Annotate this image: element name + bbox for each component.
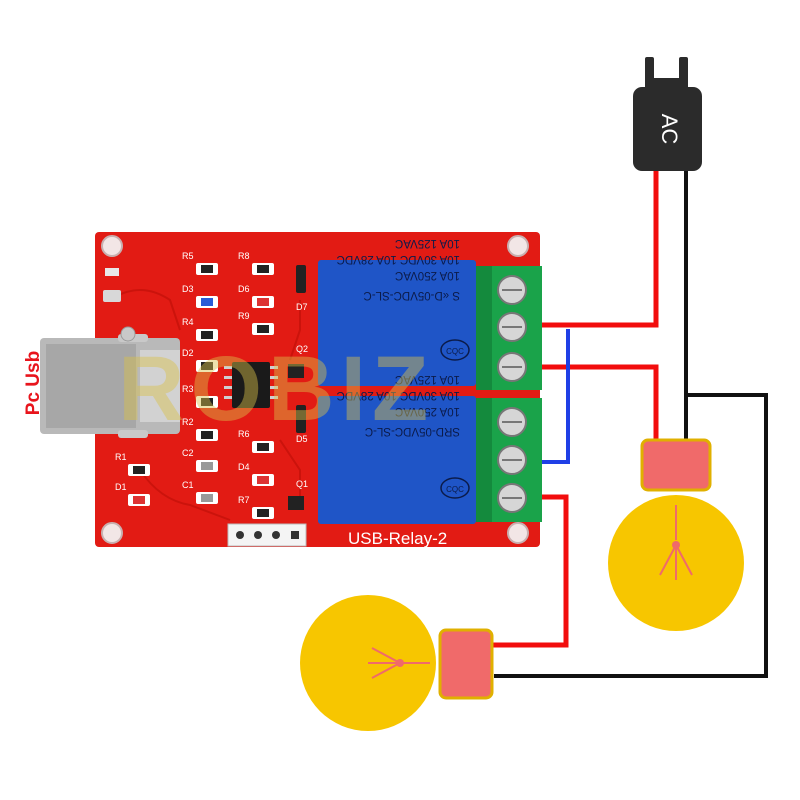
label-r4: R4: [182, 317, 194, 327]
usb-b-connector-icon: [40, 326, 180, 438]
label-q1: Q1: [296, 479, 308, 489]
label-d1: D1: [115, 482, 127, 492]
smd-parts: [128, 263, 307, 547]
screw-terminal-icon: [497, 445, 527, 475]
label-d6: D6: [238, 284, 250, 294]
label-d4: D4: [238, 462, 250, 472]
watermark: ROBIZ: [118, 338, 434, 440]
label-c1: C1: [182, 480, 194, 490]
label-r1: R1: [115, 452, 127, 462]
diode-d5: [296, 405, 306, 433]
relay-1-model: S «D-05VDC-SL-C: [364, 289, 461, 301]
relay-2-cqc: CQC: [446, 485, 464, 494]
screw-terminal-icon: [497, 407, 527, 437]
led-component: [105, 268, 119, 276]
mount-hole: [507, 235, 529, 257]
ac-red-wire: [530, 165, 659, 328]
label-r6: R6: [238, 429, 250, 439]
relay-1-icon: S «D-05VDC-SL-C 10A 250VAC 10A 30VDC 10A…: [318, 237, 476, 386]
label-d5: D5: [296, 434, 308, 444]
ic-chip: [224, 362, 278, 408]
screw-terminal-icon: [497, 312, 527, 342]
ac-plug-icon: AC: [633, 57, 702, 171]
screw-terminal-icon: [497, 483, 527, 513]
screw-terminals: [497, 275, 527, 513]
pin-header: [227, 523, 307, 547]
relay-2-rating-1: 10A 250VAC: [395, 405, 460, 417]
wires: [493, 165, 768, 678]
ac-plug-body: [633, 87, 702, 171]
relay-1-rating-3: 10A 125VAC: [395, 237, 460, 249]
relay1-no-red-wire: [530, 364, 659, 443]
label-q2: Q2: [296, 344, 308, 354]
relay-2-rating-2: 10A 30VDC 10A 28VDC: [337, 389, 460, 401]
label-d7: D7: [296, 302, 308, 312]
label-r5: R5: [182, 251, 194, 261]
mount-hole: [507, 522, 529, 544]
ac-plug-bridge: [645, 78, 688, 87]
common-blue-jumper: [531, 329, 570, 464]
cqc-mark-icon: [440, 339, 470, 361]
relay-1-rating-2: 10A 30VDC 10A 28VDC: [337, 253, 460, 265]
component-labels: R5 R8 D3 D6 R4 R9 D2 Q2 D7 R3 R2 C2 R6 C…: [115, 251, 308, 505]
relay-2-icon: SRD-05VDC-SL-C 10A 250VAC 10A 30VDC 10A …: [318, 373, 476, 524]
light-bulb-icon: [608, 438, 744, 631]
label-c2: C2: [182, 448, 194, 458]
mount-hole: [101, 235, 123, 257]
cqc-mark-icon: [440, 477, 470, 499]
label-r9: R9: [238, 311, 250, 321]
ac-label: AC: [657, 114, 682, 145]
board-name: USB-Relay-2: [348, 529, 447, 548]
label-r2: R2: [182, 417, 194, 427]
label-d2: D2: [182, 348, 194, 358]
relay-1-rating-1: 10A 250VAC: [395, 269, 460, 281]
black-wire-loop: [494, 393, 768, 678]
transistor-q1: [288, 496, 304, 510]
relay2-no-red-wire: [493, 494, 569, 648]
pc-usb-label: Pc Usb: [23, 350, 44, 416]
diode-d7: [296, 265, 306, 293]
relay-1-cqc: CQC: [446, 347, 464, 356]
label-d3: D3: [182, 284, 194, 294]
relay-2-rating-3: 10A 125VAC: [395, 373, 460, 385]
crystal-component: [103, 290, 121, 302]
transistor-q2: [288, 364, 304, 378]
screw-terminal-icon: [497, 352, 527, 382]
label-r7: R7: [238, 495, 250, 505]
light-bulb-icon: [300, 595, 494, 731]
mount-hole: [101, 522, 123, 544]
label-r8: R8: [238, 251, 250, 261]
relay-2-model: SRD-05VDC-SL-C: [365, 425, 460, 437]
screw-terminal-icon: [497, 275, 527, 305]
label-r3: R3: [182, 384, 194, 394]
